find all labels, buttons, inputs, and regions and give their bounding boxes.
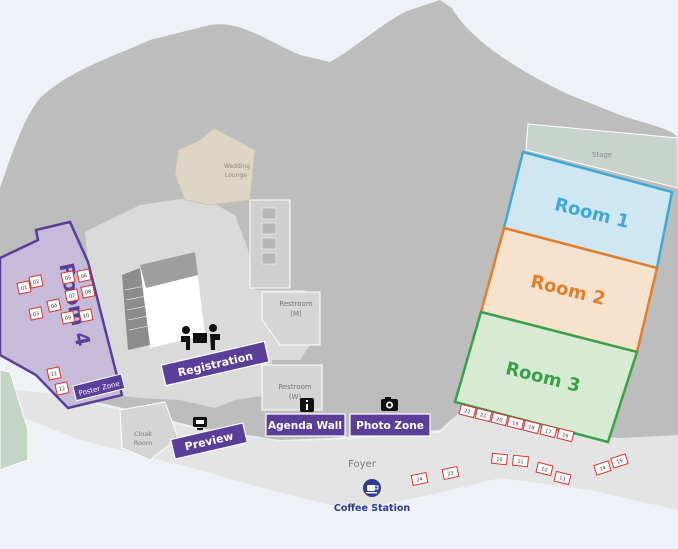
camera-icon xyxy=(381,397,398,411)
restroom-w-label-1: Restroom xyxy=(278,383,312,391)
registration-desk-icon xyxy=(181,324,220,350)
booth-number: 19 xyxy=(511,420,519,427)
cloak-room xyxy=(119,401,179,461)
booth-number: 09 xyxy=(64,315,71,322)
booth-number: 12 xyxy=(58,386,65,393)
booth-number: 01 xyxy=(20,285,27,292)
booth-number: 20 xyxy=(495,416,503,423)
booth-number: 13 xyxy=(558,475,566,482)
agenda-wall-text: Agenda Wall xyxy=(268,420,342,432)
foyer-booth: 15 xyxy=(610,453,629,469)
room-3 xyxy=(453,310,639,444)
foyer-booth: 19 xyxy=(506,415,525,431)
info-icon xyxy=(300,398,314,412)
booth-number: 05 xyxy=(64,275,71,282)
room-4-booth: 08 xyxy=(80,284,96,299)
room-4-booth: 01 xyxy=(16,280,32,295)
room-4-booth: 12 xyxy=(54,381,70,396)
stage xyxy=(525,123,678,189)
room-4-booth: 07 xyxy=(64,288,80,303)
foyer-booth: 14 xyxy=(593,460,612,476)
foyer-booth: 12 xyxy=(535,461,554,477)
booth-number: 06 xyxy=(80,273,87,280)
booth-number: 02 xyxy=(32,279,39,286)
photo-zone-label[interactable]: Photo Zone xyxy=(349,413,431,437)
room-4-booth: 10 xyxy=(78,308,94,323)
booth-number: 24 xyxy=(416,476,423,483)
foyer-booth: 22 xyxy=(458,403,477,419)
room-4-booth: 02 xyxy=(28,274,44,289)
foyer-booths: 22 21 20 19 18 17 16 24 23 10 11 12 13 14 15 xyxy=(410,403,629,487)
wedding-lounge-label-1: Wedding xyxy=(224,163,250,170)
booth-number: 18 xyxy=(527,424,535,431)
booth-number: 08 xyxy=(84,289,91,296)
cloak-room-label-2: Room xyxy=(134,439,153,447)
restroom-w-label-2: (W) xyxy=(289,393,302,401)
foyer-floor xyxy=(0,388,678,510)
booth-number: 04 xyxy=(50,303,57,310)
outdoor-strip xyxy=(0,369,29,471)
foyer-booth: 10 xyxy=(490,452,509,466)
foyer-booth: 23 xyxy=(441,465,460,481)
room-4-booth: 04 xyxy=(46,298,62,313)
room-4-booth: 11 xyxy=(46,366,62,381)
foyer-booth: 16 xyxy=(556,427,575,443)
booth-number: 16 xyxy=(561,432,569,439)
booth-number: 15 xyxy=(616,458,624,466)
booth-number: 23 xyxy=(447,470,454,477)
booth-number: 21 xyxy=(479,412,487,419)
wedding-lounge-label-2: Lounge xyxy=(225,172,247,179)
foyer-booth: 18 xyxy=(522,419,541,435)
booth-number: 10 xyxy=(82,313,89,320)
foyer-booth: 20 xyxy=(490,411,509,427)
foyer-booth: 21 xyxy=(474,407,493,423)
booth-number: 03 xyxy=(32,311,39,318)
restroom-m xyxy=(261,291,321,346)
booth-number: 14 xyxy=(599,465,607,473)
booth-number: 07 xyxy=(68,293,75,300)
booth-number: 12 xyxy=(540,466,548,473)
stage-label: Stage xyxy=(592,151,612,159)
booth-number: 11 xyxy=(50,371,57,378)
agenda-wall-label[interactable]: Agenda Wall xyxy=(265,413,346,437)
room-4-booth: 05 xyxy=(60,270,76,285)
foyer-booth: 13 xyxy=(553,470,572,486)
monitor-icon xyxy=(193,417,207,430)
restroom-m-label-2: (M) xyxy=(290,310,302,318)
coffee-station-label: Coffee Station xyxy=(334,503,411,514)
restroom-m-label-1: Restroom xyxy=(279,300,313,308)
booth-number: 17 xyxy=(544,428,552,435)
coffee-icon xyxy=(363,479,381,497)
booth-number: 11 xyxy=(517,459,524,466)
foyer-booth: 17 xyxy=(539,423,558,439)
cloak-room-label-1: Cloak xyxy=(134,430,152,438)
foyer-label: Foyer xyxy=(348,459,377,470)
foyer-booth: 24 xyxy=(410,471,429,487)
room-4-booth: 06 xyxy=(76,268,92,283)
room-4-booth: 03 xyxy=(28,306,44,321)
room-4-booths: 01 02 03 04 05 06 07 08 09 10 11 12 xyxy=(16,268,96,396)
booth-number: 10 xyxy=(496,457,503,464)
photo-zone-text: Photo Zone xyxy=(356,420,424,432)
room-4-booth: 09 xyxy=(60,310,76,325)
foyer-booth: 11 xyxy=(511,454,530,468)
booth-number: 22 xyxy=(463,408,471,415)
preview-label[interactable]: Preview xyxy=(169,422,249,460)
